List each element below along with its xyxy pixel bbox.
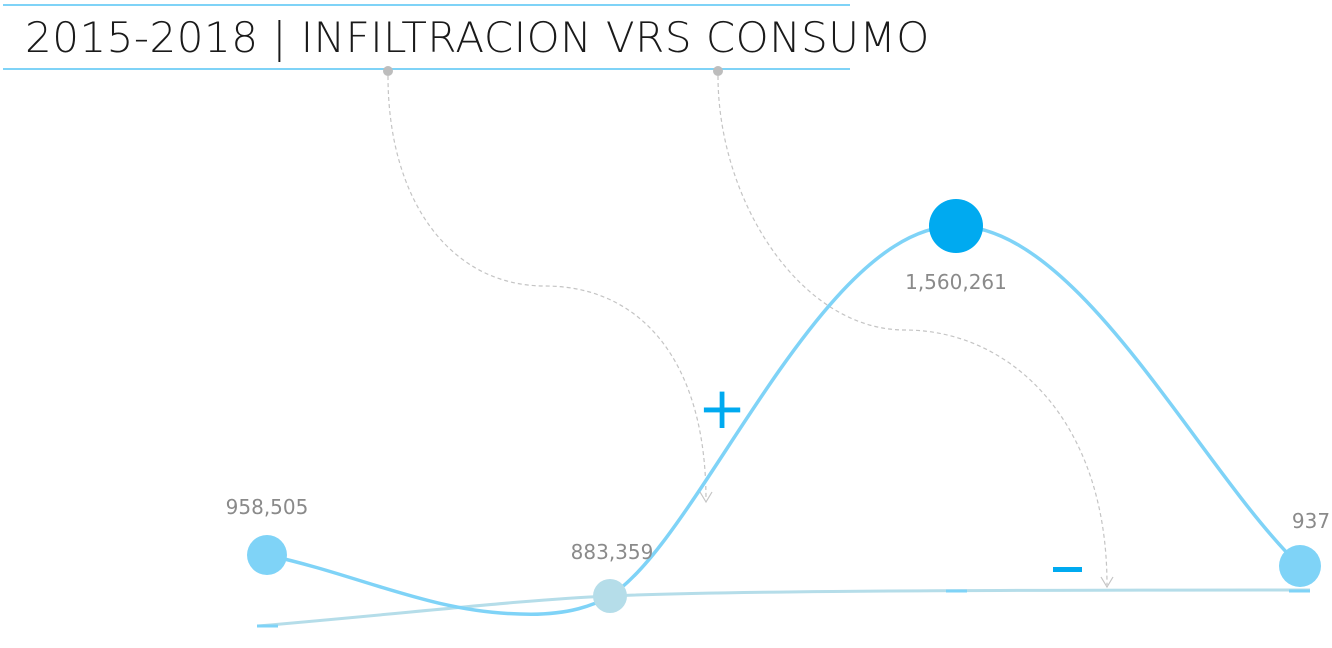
data-label-2016: 883,359 <box>571 540 654 564</box>
data-label-2018: 937 <box>1292 509 1330 533</box>
point-2016 <box>593 579 627 613</box>
connector-dot-left <box>383 66 393 76</box>
connector-path-right <box>717 75 1108 586</box>
point-2015 <box>247 535 287 575</box>
connector-dot-right <box>713 66 723 76</box>
plus-marker: + <box>698 374 747 442</box>
data-label-2017: 1,560,261 <box>905 270 1007 294</box>
title-bar: 2015-2018 | INFILTRACION VRS CONSUMO <box>3 4 929 70</box>
connector-arrow-left <box>699 491 713 504</box>
series-secondary-line <box>257 588 1311 628</box>
point-2017 <box>929 199 983 253</box>
connector-arrow-right <box>1100 576 1114 589</box>
minus-marker <box>1053 567 1082 572</box>
chart-title: 2015-2018 | INFILTRACION VRS CONSUMO <box>25 13 930 62</box>
series-main-line <box>266 224 1302 616</box>
data-label-2015: 958,505 <box>226 495 309 519</box>
connector-path-left <box>387 75 707 501</box>
point-2018 <box>1279 545 1321 587</box>
